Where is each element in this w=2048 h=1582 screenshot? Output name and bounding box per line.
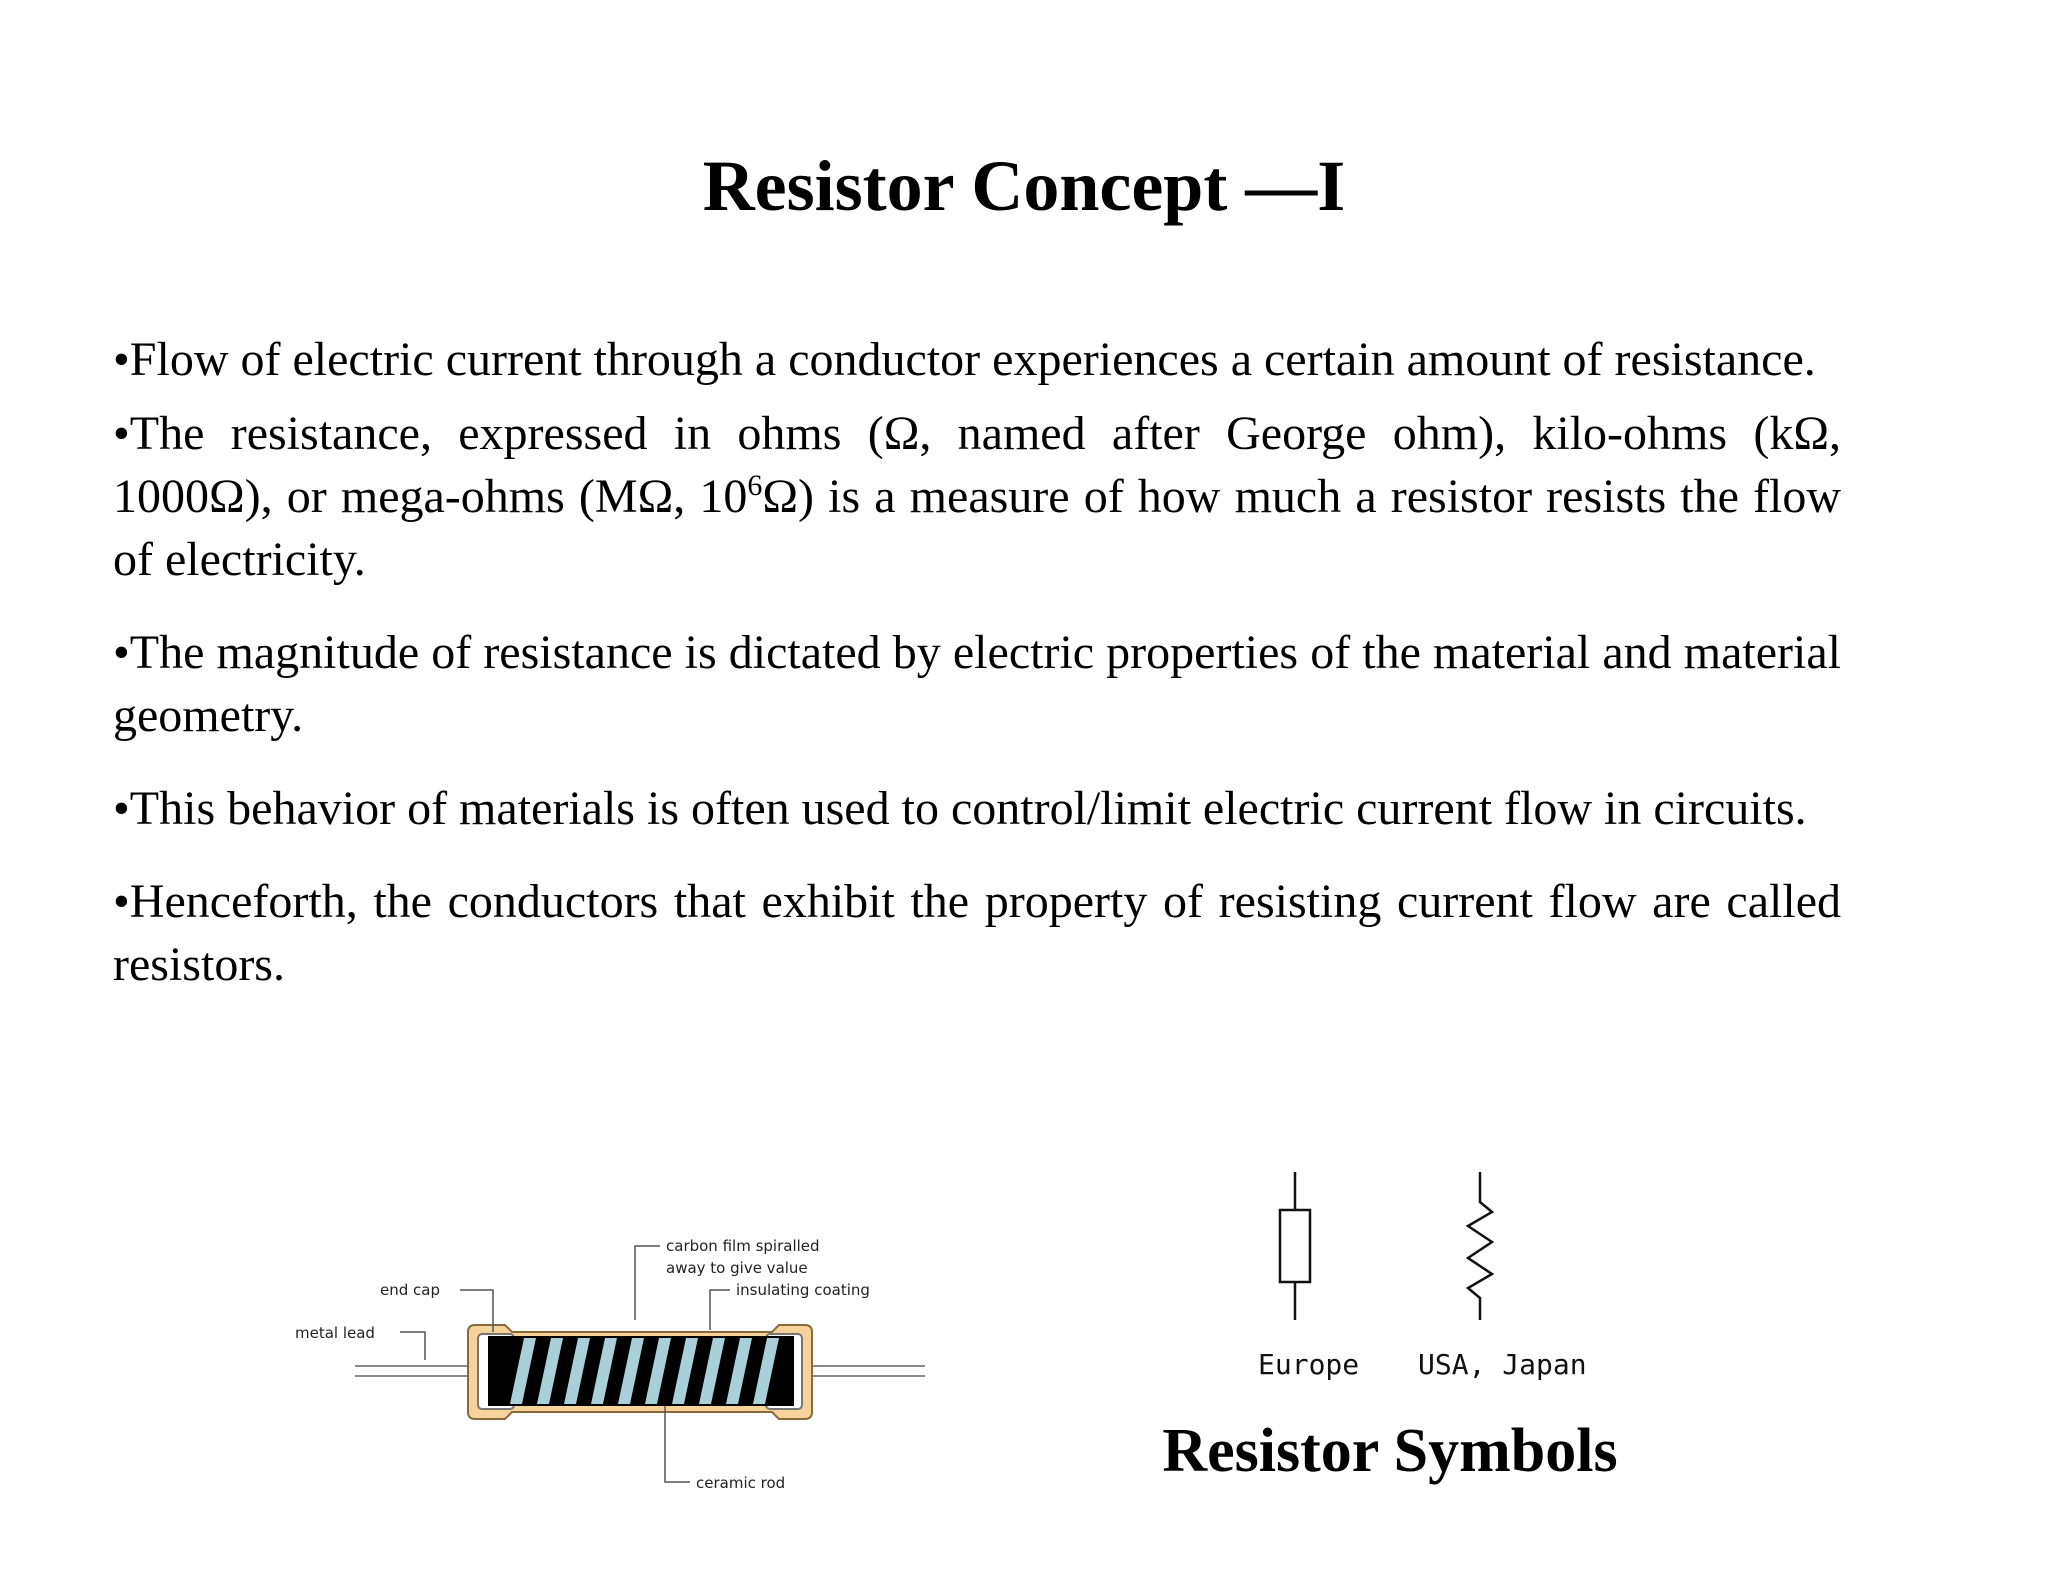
label-end-cap: end cap bbox=[380, 1281, 440, 1299]
bullet-item: •Flow of electric current through a cond… bbox=[113, 333, 1816, 386]
label-carbon-film: carbon film spiralled bbox=[666, 1237, 820, 1255]
label-insulating-coating: insulating coating bbox=[736, 1281, 870, 1299]
label-ceramic-rod: ceramic rod bbox=[696, 1474, 785, 1492]
resistor-symbols: Europe USA, Japan bbox=[1258, 1172, 1587, 1381]
label-metal-lead: metal lead bbox=[295, 1324, 375, 1342]
bullet-item: •The magnitude of resistance is dictated… bbox=[113, 626, 1841, 742]
europe-label: Europe bbox=[1258, 1348, 1359, 1381]
resistor-symbols-title: Resistor Symbols bbox=[1162, 1417, 1618, 1485]
spiral-stripes bbox=[510, 1338, 779, 1404]
label-carbon-film-2: away to give value bbox=[666, 1259, 808, 1277]
bullet-item: •Henceforth, the conductors that exhibit… bbox=[113, 875, 1841, 991]
resistor-construction-diagram: carbon film spiralled away to give value… bbox=[295, 1237, 925, 1492]
europe-resistor-icon bbox=[1278, 1172, 1312, 1320]
bullet-item: •The resistance, expressed in ohms (Ω, n… bbox=[113, 407, 1842, 586]
slide-title: Resistor Concept —I bbox=[702, 146, 1346, 226]
bullet-item: •This behavior of materials is often use… bbox=[113, 782, 1807, 835]
usa-japan-label: USA, Japan bbox=[1418, 1348, 1587, 1381]
usa-japan-resistor-icon bbox=[1465, 1172, 1495, 1320]
bullet-list: •Flow of electric current through a cond… bbox=[113, 328, 1841, 996]
